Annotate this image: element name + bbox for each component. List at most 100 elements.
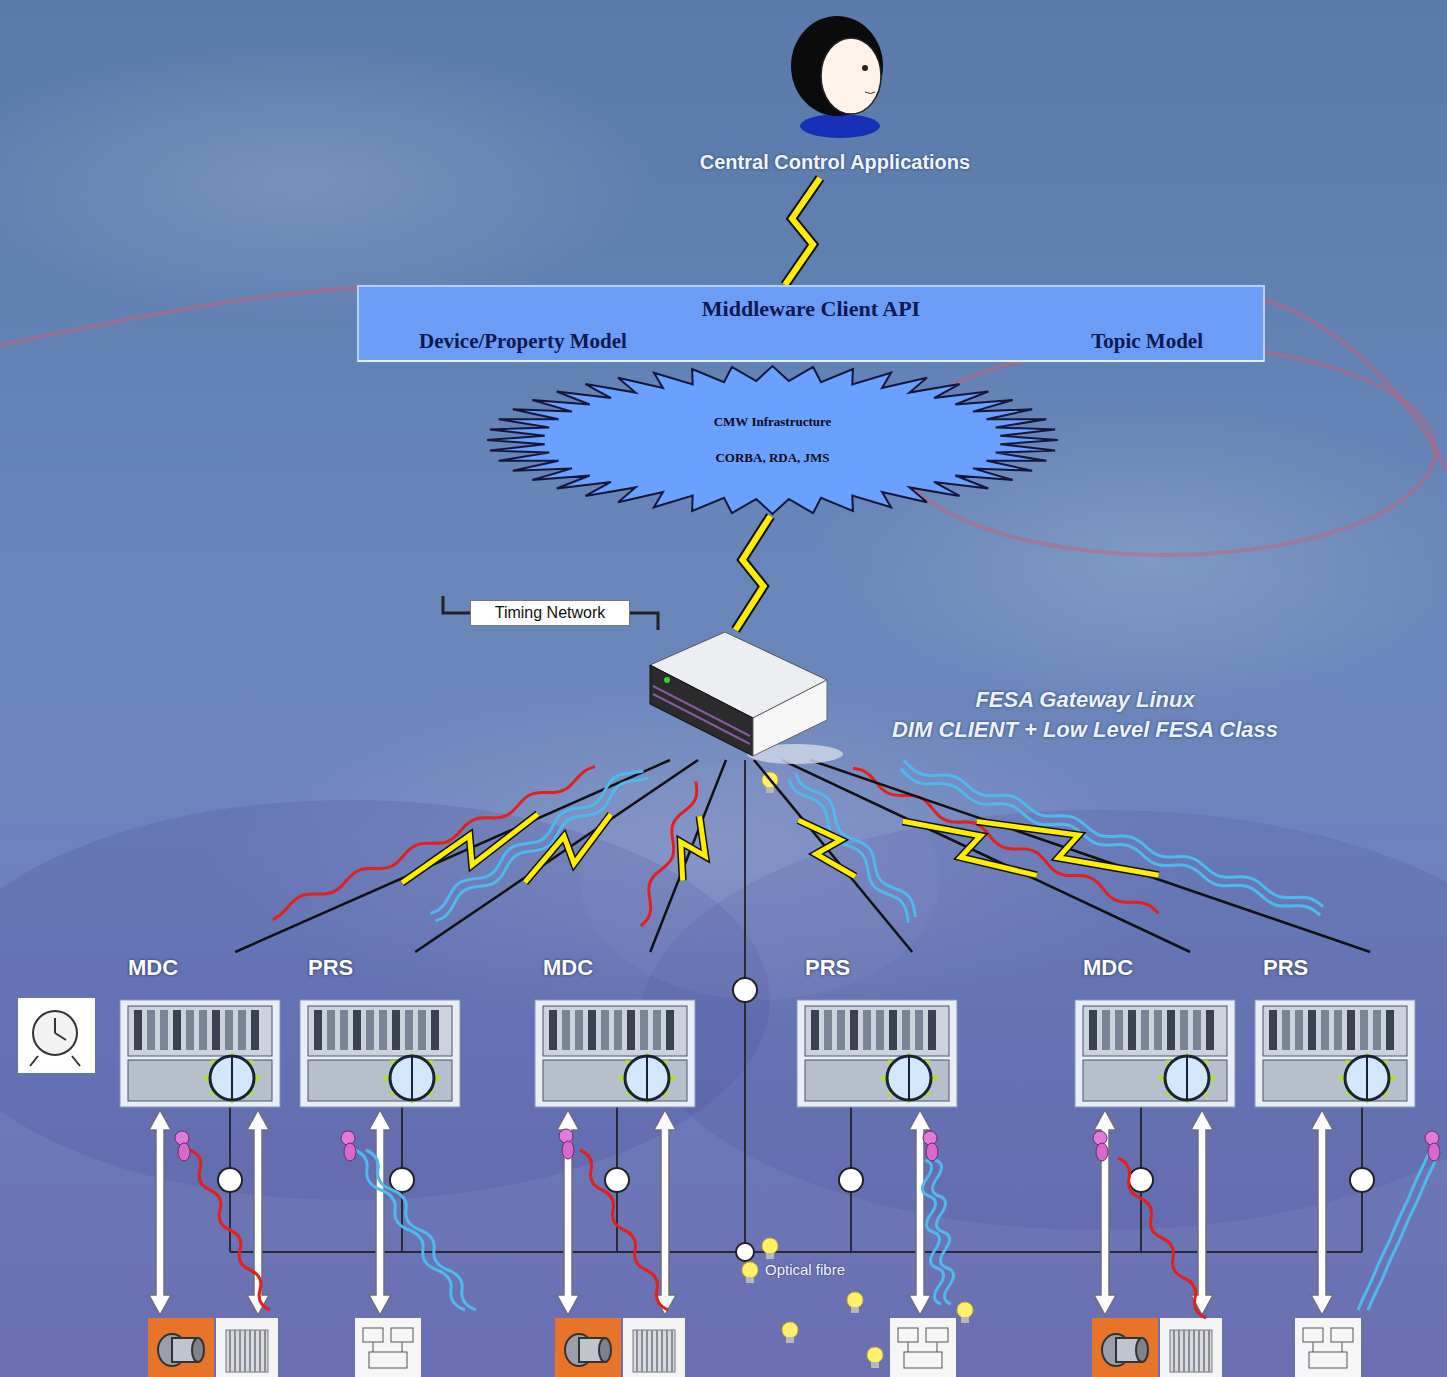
crate-box-shape [405, 1010, 413, 1050]
crate-box-shape [1308, 1010, 1316, 1050]
lightning-link [736, 516, 771, 630]
io-arrow [1094, 1110, 1116, 1315]
crate-box-shape [601, 1010, 609, 1050]
signal-wave [932, 1160, 953, 1304]
bolt-outline [785, 178, 820, 285]
crate-box-shape [147, 1010, 155, 1050]
machine-backdrop [580, 760, 940, 1000]
crate-box-shape [353, 1010, 361, 1050]
network-link [782, 760, 1190, 952]
bolt-outline [977, 821, 1159, 875]
crate-box-shape [382, 1053, 442, 1104]
accelerator-ring [0, 288, 360, 345]
crate-box-shape [915, 1010, 923, 1050]
crate-box-shape [1193, 1010, 1201, 1050]
lightning-bolt [525, 814, 611, 882]
fibre-junction [605, 1168, 629, 1192]
crate-box-shape [535, 1000, 695, 1107]
fibre-label: Optical fibre [765, 1261, 845, 1278]
operator-figure-shape [791, 16, 883, 116]
signal-wave [904, 760, 1323, 906]
timing-tag: Timing Network [470, 600, 630, 626]
lightning-bolt [402, 814, 538, 883]
crate-box-shape [1269, 1010, 1277, 1050]
clock-icon [18, 998, 95, 1073]
timing-bracket [443, 596, 470, 613]
model-label: Device/Property Model [419, 329, 627, 354]
crate-box: PRS [300, 952, 460, 1107]
operator-figure-small [1093, 1131, 1108, 1161]
crate-box-shape [1295, 1010, 1303, 1050]
operator-figure-small [175, 1131, 190, 1161]
fibre-junction [390, 1168, 414, 1192]
io-arrow [369, 1110, 391, 1315]
light-bulb [742, 1262, 758, 1283]
light-bulb [742, 772, 973, 1368]
crate-box-shape [811, 1010, 819, 1050]
crate-box-shape [549, 1010, 557, 1050]
crate-box-shape [120, 1000, 280, 1107]
crate-box-shape [653, 1010, 661, 1050]
crate-name: PRS [1263, 955, 1407, 981]
crate-box-shape [588, 1010, 596, 1050]
light-bulb [867, 1347, 883, 1368]
field-device [890, 1318, 956, 1377]
operator-figure-small [923, 1131, 938, 1161]
crate-box-shape [366, 1010, 374, 1050]
crate-box-shape [210, 1056, 254, 1100]
bolt-outline [798, 820, 855, 876]
fibre-network [744, 760, 746, 1252]
crate-name: MDC [1083, 955, 1227, 981]
field-device [1092, 1318, 1222, 1377]
crate-name: PRS [805, 955, 949, 981]
signal-wave [1118, 1158, 1206, 1318]
gateway-label: FESA Gateway Linux [845, 685, 1325, 715]
fibre-junction [733, 978, 757, 1002]
crate-box-shape [1128, 1010, 1136, 1050]
crate-box-shape [1255, 1000, 1415, 1107]
signal-wave [901, 769, 1320, 915]
io-arrow [149, 1110, 1333, 1315]
crate-box-shape [340, 1010, 348, 1050]
crate-box-shape [418, 1010, 426, 1050]
crate-box-shape [186, 1010, 194, 1050]
operator-figure: Central Control Applications [680, 8, 990, 178]
infrastructure-starburst-shape [487, 366, 1058, 514]
infrastructure-text: CMW Infrastructure [714, 414, 832, 430]
api-title: Middleware Client API [419, 296, 1203, 322]
gateway-server-shape [645, 630, 835, 760]
gateway-server: FESA Gateway LinuxDIM CLIENT + Low Level… [645, 630, 835, 760]
clock-icon [18, 998, 95, 1073]
clock-icon [55, 1018, 66, 1040]
crate-box-shape [625, 1056, 669, 1100]
gateway-server-shape [653, 686, 750, 744]
signal-wave [366, 1150, 476, 1310]
crate-box-shape [1089, 1010, 1097, 1050]
crate-box-shape [327, 1010, 335, 1050]
clock-icon [33, 1011, 77, 1055]
operator-figure-shape [800, 114, 880, 138]
fibre-junction [839, 1168, 863, 1192]
fibre-junction [1350, 1168, 1374, 1192]
edge-group [235, 760, 670, 952]
field-device [148, 1318, 278, 1377]
operator-figure-small [341, 1131, 356, 1161]
connector-group [235, 178, 1370, 952]
edge-group [785, 178, 820, 285]
bolt-outline [736, 516, 771, 630]
crate-box-shape [1075, 1000, 1235, 1107]
edge-group [630, 613, 658, 630]
field-device [555, 1318, 685, 1377]
crate-box-shape [411, 1056, 413, 1100]
field-device [355, 1318, 421, 1377]
fibre-network [230, 1251, 1362, 1253]
signal-wave [273, 766, 595, 919]
crate-name: MDC [543, 955, 687, 981]
accelerator-ring [1265, 300, 1447, 470]
crate-box-shape [837, 1010, 845, 1050]
io-arrow [557, 1110, 579, 1315]
crate-box-shape [431, 1010, 439, 1050]
operator-figure-shape [865, 92, 875, 94]
crate-box-shape [640, 1010, 648, 1050]
crate-box-shape [666, 1010, 674, 1050]
